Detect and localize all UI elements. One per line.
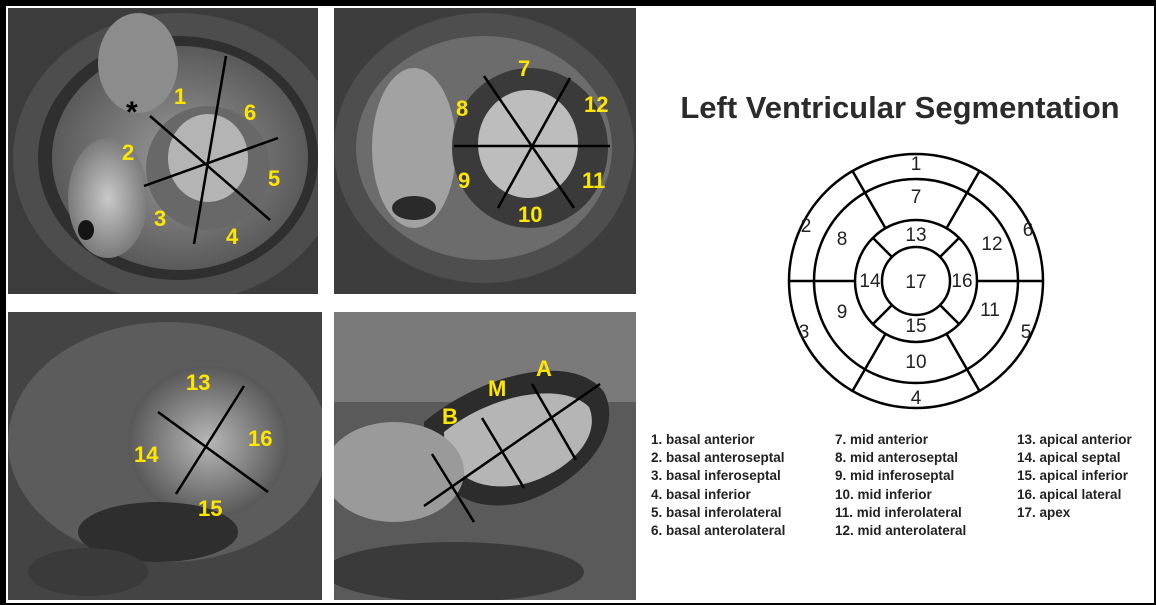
bullseye-seg-9: 9	[837, 302, 848, 323]
seg-label-5: 5	[268, 166, 280, 191]
seg-label-6: 6	[244, 100, 256, 125]
mri-apical-image: 13 14 15 16	[8, 312, 322, 600]
seg-label-14: 14	[134, 442, 159, 467]
legend-item: 6. basal anterolateral	[651, 522, 785, 540]
seg-label-1: 1	[174, 84, 186, 109]
bullseye-seg-8: 8	[837, 229, 848, 250]
region-label-mid: M	[488, 376, 506, 401]
legend-item: 3. basal inferoseptal	[651, 467, 785, 485]
legend-item: 4. basal inferior	[651, 486, 785, 504]
seg-label-12: 12	[584, 92, 608, 117]
legend-item: 11. mid inferolateral	[835, 504, 966, 522]
mri-panel-apical: 13 14 15 16	[8, 312, 322, 600]
legend-item: 1. basal anterior	[651, 431, 785, 449]
legend-item: 7. mid anterior	[835, 431, 966, 449]
region-label-basal: B	[442, 404, 458, 429]
bullseye-seg-10: 10	[905, 352, 926, 373]
seg-label-2: 2	[122, 140, 134, 165]
seg-label-9: 9	[458, 168, 470, 193]
marker-asterisk: *	[126, 96, 138, 129]
bullseye-seg-4: 4	[911, 388, 922, 409]
bullseye-seg-7: 7	[911, 187, 922, 208]
bullseye-seg-2: 2	[801, 216, 812, 237]
legend-mid: 7. mid anterior 8. mid anteroseptal 9. m…	[835, 431, 966, 540]
legend-item: 10. mid inferior	[835, 486, 966, 504]
legend-apical: 13. apical anterior 14. apical septal 15…	[1017, 431, 1132, 522]
legend-item: 15. apical inferior	[1017, 467, 1132, 485]
mri-panel-basal: * 1 2 3 4 5 6	[8, 8, 318, 294]
legend-item: 14. apical septal	[1017, 449, 1132, 467]
bullseye-diagram: 1 2 3 4 5 6 7 8 9 10 11 12 13 14 15 16 1…	[776, 150, 1056, 412]
seg-label-4: 4	[226, 224, 239, 249]
seg-label-13: 13	[186, 370, 210, 395]
seg-label-3: 3	[154, 206, 166, 231]
seg-label-7: 7	[518, 56, 530, 81]
legend-item: 2. basal anteroseptal	[651, 449, 785, 467]
legend-item: 13. apical anterior	[1017, 431, 1132, 449]
bullseye-seg-6: 6	[1023, 220, 1034, 241]
seg-label-16: 16	[248, 426, 272, 451]
mri-basal-image: * 1 2 3 4 5 6	[8, 8, 318, 294]
bullseye-seg-14: 14	[859, 271, 881, 292]
mri-panel-mid: 7 8 9 10 11 12	[334, 8, 636, 294]
diagram-title: Left Ventricular Segmentation	[650, 90, 1150, 126]
mri-panel-long-axis: B M A	[334, 312, 636, 600]
seg-label-15: 15	[198, 496, 222, 521]
mri-long-axis-image: B M A	[334, 312, 636, 600]
bullseye-seg-13: 13	[905, 225, 926, 246]
bullseye-seg-5: 5	[1021, 322, 1032, 343]
region-label-apical: A	[536, 356, 552, 381]
bullseye-seg-1: 1	[911, 154, 922, 175]
legend-item: 16. apical lateral	[1017, 486, 1132, 504]
legend-item: 5. basal inferolateral	[651, 504, 785, 522]
legend-item: 9. mid inferoseptal	[835, 467, 966, 485]
legend-item: 17. apex	[1017, 504, 1132, 522]
bullseye-seg-11: 11	[980, 300, 1000, 321]
bullseye-seg-3: 3	[799, 322, 810, 343]
bullseye-seg-12: 12	[981, 234, 1002, 255]
legend-item: 8. mid anteroseptal	[835, 449, 966, 467]
mri-mid-image: 7 8 9 10 11 12	[334, 8, 636, 294]
seg-label-10: 10	[518, 202, 542, 227]
seg-label-8: 8	[456, 96, 468, 121]
seg-label-11: 11	[582, 168, 605, 193]
bullseye-seg-17: 17	[905, 272, 926, 293]
legend-basal: 1. basal anterior 2. basal anteroseptal …	[651, 431, 785, 540]
legend-item: 12. mid anterolateral	[835, 522, 966, 540]
bullseye-seg-16: 16	[951, 271, 972, 292]
bullseye-seg-15: 15	[905, 316, 926, 337]
